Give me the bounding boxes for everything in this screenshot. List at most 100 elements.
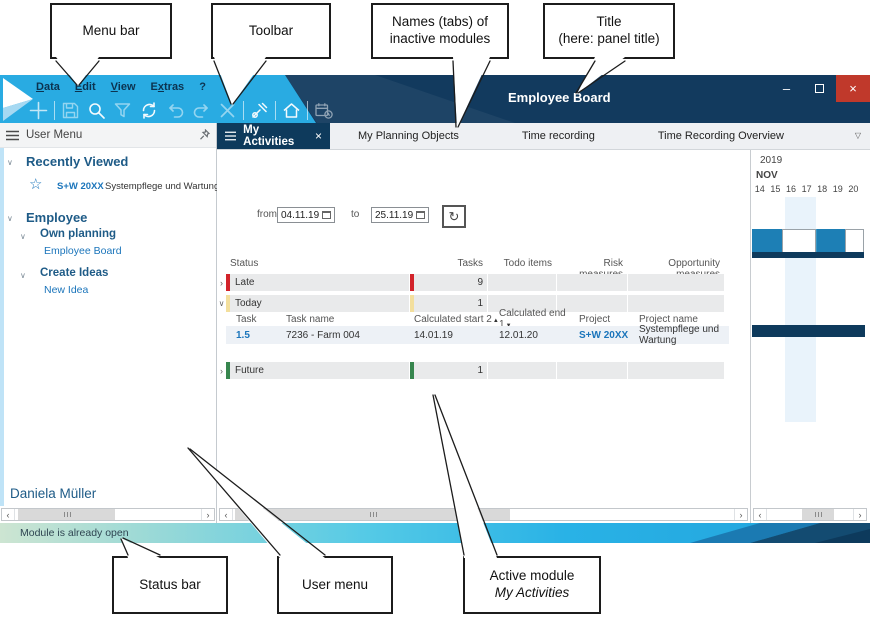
delete-icon[interactable] (217, 100, 238, 121)
col-todo-items[interactable]: Todo items (503, 258, 552, 269)
tasks-count: 9 (477, 277, 483, 288)
gantt-horizontal-scrollbar[interactable]: ‹ › (753, 508, 867, 521)
link-new-idea[interactable]: New Idea (44, 284, 89, 296)
menu-item-edit[interactable]: Edit (74, 81, 96, 93)
chevron-down-icon[interactable]: ∨ (7, 158, 13, 167)
calendar-icon[interactable] (416, 211, 425, 219)
chevron-down-icon[interactable]: ∨ (20, 271, 26, 280)
node-own-planning[interactable]: Own planning (40, 228, 117, 240)
expand-icon[interactable]: › (220, 365, 223, 376)
main-column: My Activities × My Planning Objects Time… (217, 123, 870, 523)
chevron-down-icon[interactable]: ∨ (7, 214, 13, 223)
tab-time-recording-overview[interactable]: Time Recording Overview (657, 130, 784, 142)
home-icon[interactable] (281, 100, 302, 121)
risk-cell (557, 362, 627, 379)
refresh-icon[interactable] (138, 100, 160, 121)
to-date-field[interactable]: 25.11.19 (371, 207, 429, 223)
day-cell: 20 (848, 184, 859, 194)
scroll-left-icon[interactable]: ‹ (754, 509, 767, 520)
app-window: Data Edit View Extras ? (0, 75, 870, 543)
gantt-task-bar[interactable] (752, 325, 865, 337)
col-project[interactable]: Project (579, 313, 611, 325)
maximize-icon (815, 84, 824, 93)
main-horizontal-scrollbar[interactable]: ‹ › (219, 508, 748, 521)
recent-item-code[interactable]: S+W 20XX (57, 181, 104, 192)
scrollbar-track[interactable] (233, 509, 734, 520)
minimize-button[interactable]: – (782, 81, 791, 96)
user-menu-title: User Menu (26, 129, 83, 141)
task-id[interactable]: 1.5 (236, 329, 250, 341)
scrollbar-thumb[interactable] (18, 509, 115, 520)
new-icon[interactable] (28, 100, 49, 121)
menu-item-view[interactable]: View (110, 81, 136, 93)
scroll-right-icon[interactable]: › (853, 509, 866, 520)
scroll-right-icon[interactable]: › (734, 509, 747, 520)
refresh-button[interactable]: ↻ (442, 205, 466, 228)
tab-my-planning-objects[interactable]: My Planning Objects (358, 130, 459, 142)
group-label: Today (235, 298, 262, 309)
section-employee[interactable]: Employee (26, 210, 88, 225)
save-icon[interactable] (60, 100, 81, 121)
col-status[interactable]: Status (230, 258, 259, 269)
calendar-icon[interactable] (322, 211, 331, 219)
menu-item-help[interactable]: ? (199, 81, 206, 93)
tab-my-activities[interactable]: My Activities × (217, 123, 330, 149)
collapse-icon[interactable]: ∨ (218, 299, 225, 308)
task-project-name: Systempflege und Wartung (639, 324, 720, 346)
close-button[interactable]: × (836, 75, 870, 102)
module-tab-bar: My Activities × My Planning Objects Time… (217, 123, 870, 150)
status-message: Module is already open (20, 527, 129, 539)
favorite-star-icon[interactable]: ☆ (29, 176, 43, 193)
panel-title: Employee Board (508, 90, 611, 105)
menu-item-data[interactable]: Data (36, 81, 60, 93)
opportunity-cell (628, 274, 724, 291)
expand-icon[interactable]: › (220, 277, 223, 288)
hamburger-icon[interactable] (225, 131, 237, 141)
callout-status-bar: Status bar (112, 556, 228, 614)
callout-text: inactive modules (389, 31, 491, 46)
menu-item-extras[interactable]: Extras (150, 81, 185, 93)
col-task-name[interactable]: Task name (286, 313, 335, 325)
gantt-year: 2019 (760, 155, 783, 166)
col-tasks[interactable]: Tasks (457, 258, 483, 269)
redo-icon[interactable] (191, 100, 212, 121)
tools-icon[interactable] (249, 100, 270, 121)
scroll-left-icon[interactable]: ‹ (220, 509, 233, 520)
my-activities-panel: from 04.11.19 to 25.11.19 ↻ (217, 150, 751, 523)
col-calculated-start[interactable]: Calculated start 2▲ (414, 313, 499, 325)
task-row[interactable]: 1.5 7236 - Farm 004 14.01.19 12.01.20 S+… (226, 324, 729, 346)
tab-overflow-icon[interactable]: ▽ (854, 131, 861, 140)
risk-cell (557, 274, 627, 291)
scrollbar-thumb[interactable] (802, 509, 834, 520)
scrollbar-track[interactable] (767, 509, 853, 520)
status-cell: Today (226, 295, 409, 312)
planning-calendar-icon[interactable] (313, 100, 335, 121)
pin-icon[interactable] (199, 129, 210, 141)
hamburger-icon[interactable] (6, 130, 19, 141)
search-icon[interactable] (86, 100, 107, 121)
scroll-left-icon[interactable]: ‹ (2, 509, 15, 520)
link-employee-board[interactable]: Employee Board (44, 245, 122, 257)
group-row-today[interactable]: ∨ Today 1 (217, 295, 725, 312)
tasks-cell: 9 (410, 274, 487, 291)
tab-time-recording[interactable]: Time recording (521, 130, 595, 142)
col-project-name[interactable]: Project name (639, 313, 698, 325)
node-create-ideas[interactable]: Create Ideas (40, 267, 109, 279)
filter-icon[interactable] (112, 100, 133, 121)
scrollbar-thumb[interactable] (235, 509, 510, 520)
section-recently-viewed[interactable]: Recently Viewed (26, 154, 129, 169)
from-date-field[interactable]: 04.11.19 (277, 207, 335, 223)
late-color-bar (410, 274, 414, 291)
sidebar-horizontal-scrollbar[interactable]: ‹ › (1, 508, 215, 521)
task-project[interactable]: S+W 20XX (579, 329, 629, 341)
group-row-late[interactable]: › Late 9 (217, 274, 725, 291)
group-row-future[interactable]: › Future 1 (217, 362, 725, 379)
undo-icon[interactable] (165, 100, 186, 121)
maximize-button[interactable] (803, 75, 836, 102)
scrollbar-track[interactable] (15, 509, 201, 520)
col-task[interactable]: Task (236, 313, 257, 325)
scroll-right-icon[interactable]: › (201, 509, 214, 520)
close-tab-icon[interactable]: × (314, 129, 322, 143)
chevron-down-icon[interactable]: ∨ (20, 232, 26, 241)
